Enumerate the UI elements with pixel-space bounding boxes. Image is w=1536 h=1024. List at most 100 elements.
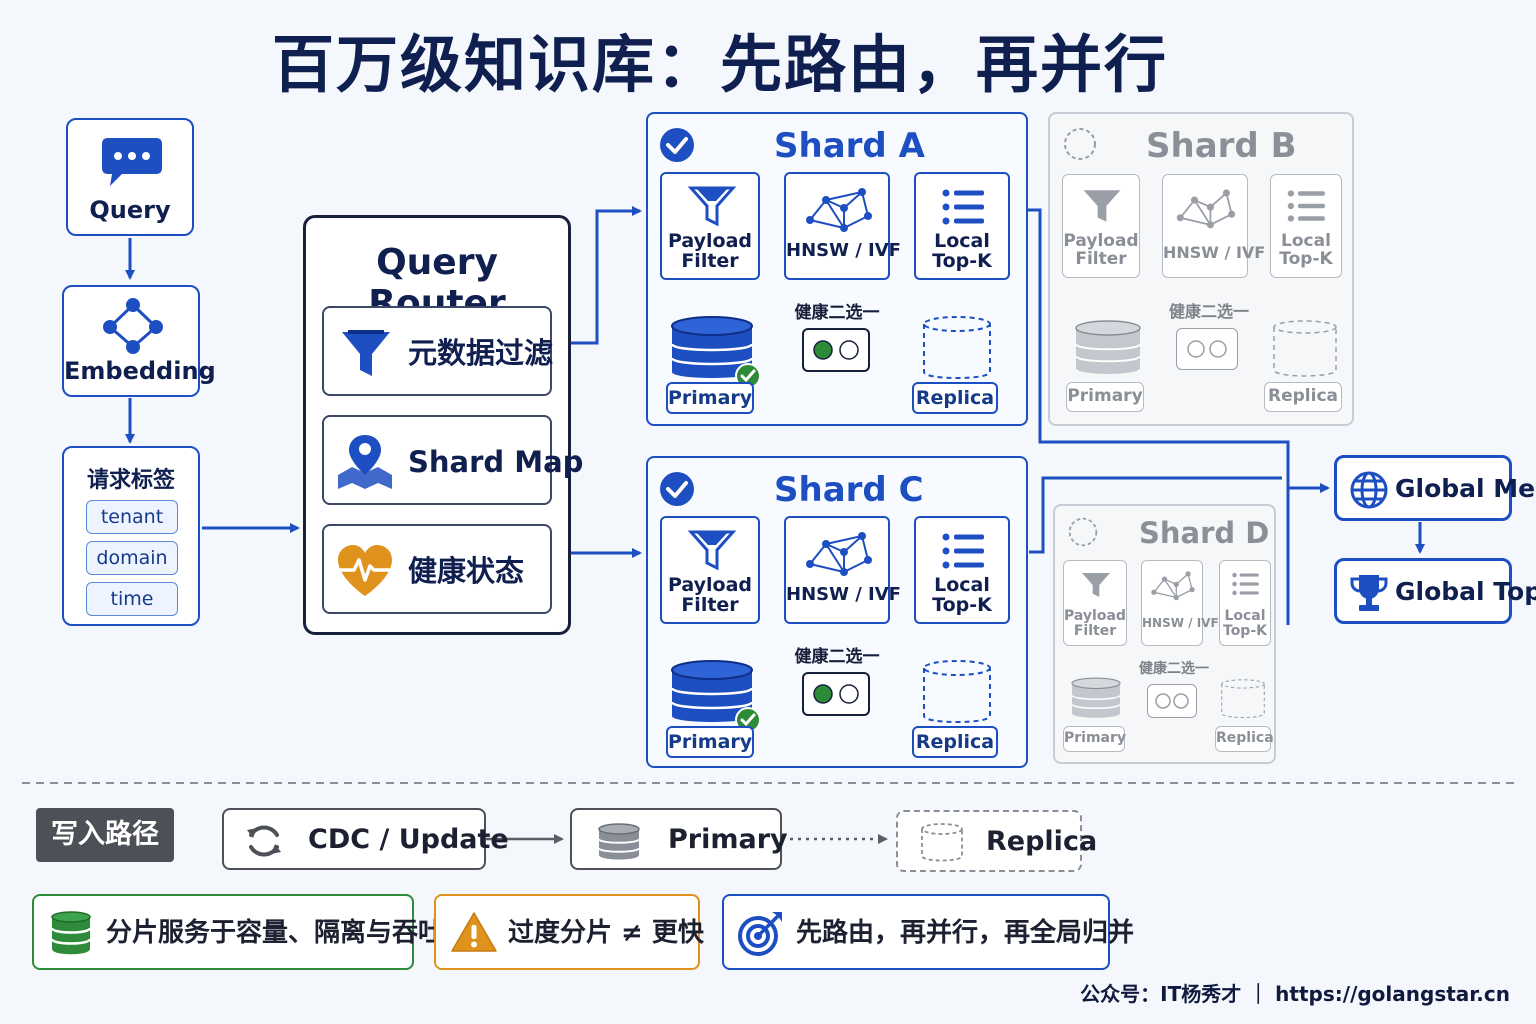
primary-database-icon [1075,320,1141,374]
arrow-shard-a-merge [1007,208,1330,493]
stage-payload-filter[interactable]: Payload Filter [660,516,760,624]
tag-domain[interactable]: domain [86,541,178,575]
stage-hnsw-ivf[interactable]: HNSW / IVF [784,516,901,624]
write-primary-node[interactable]: Primary [570,808,788,870]
primary-pill[interactable]: Primary [666,382,754,414]
globe-icon [1350,471,1388,509]
shard-title: Shard B [1146,126,1297,166]
router-item-metadata-filter[interactable]: 元数据过滤 [322,306,554,396]
global-topk-node[interactable]: Global Top-K [1334,558,1536,624]
stage-label: Payload Filter [1063,231,1139,269]
global-merge-node[interactable]: Global Merge [1334,455,1536,521]
note-warning: 过度分片 ≠ 更快 [434,894,704,970]
write-primary-label: Primary [668,824,788,855]
funnel-icon [1083,190,1121,222]
database-stack-icon [50,911,92,955]
replica-database-icon [923,316,991,379]
primary-database-icon [670,316,761,389]
stage-payload-filter[interactable]: Payload Filter [1062,174,1140,278]
shard-d-panel[interactable]: Shard D Payload Filter HNSW / IVF Local … [1053,504,1276,764]
trophy-icon [1350,575,1388,611]
dashed-circle-icon [1068,517,1098,547]
tag-tenant[interactable]: tenant [86,500,178,534]
replica-database-icon [1221,679,1265,719]
list-icon [942,533,984,569]
replica-pill[interactable]: Replica [912,726,998,758]
funnel-icon [342,330,390,376]
arrow-shard-c-merge [1029,476,1282,554]
embedding-graph-icon [103,298,163,354]
shard-title: Shard D [1139,516,1270,550]
stage-hnsw-ivf[interactable]: HNSW / IVF [784,172,901,280]
tag-time[interactable]: time [86,582,178,616]
warning-icon [451,912,497,952]
arrow-router-shard-a [571,206,642,345]
replica-pill[interactable]: Replica [1264,382,1342,412]
dashed-database-icon [921,823,963,862]
stage-local-topk[interactable]: Local Top-K [1270,174,1342,278]
global-merge-label: Global Merge [1395,474,1536,503]
health-toggle[interactable] [802,672,870,716]
health-toggle[interactable] [1176,328,1238,370]
note-text: 分片服务于容量、隔离与吞吐 [106,918,445,948]
status-dots-icon [1155,693,1189,709]
query-router-panel: Query Router 元数据过滤 Shard Map 健康状态 [303,215,583,635]
stage-label: Local Top-K [1223,608,1267,639]
shard-c-panel[interactable]: Shard C Payload Filter HNSW / IVF Local … [646,456,1028,768]
status-dots-icon [1187,340,1227,358]
router-item-health-status[interactable]: 健康状态 [322,524,552,614]
cdc-update-node[interactable]: CDC / Update [222,808,509,870]
query-node[interactable]: Query [66,118,194,236]
replica-pill[interactable]: Replica [912,382,998,414]
health-label: 健康二选一 [794,647,880,667]
stage-local-topk[interactable]: Local Top-K [914,516,1010,624]
shard-a-panel[interactable]: Shard A Payload Filter HNSW / IVF Local … [646,112,1028,426]
router-item-shard-map[interactable]: Shard Map [322,415,583,505]
stage-label: Local Top-K [932,574,992,616]
stage-payload-filter[interactable]: Payload Filter [1063,560,1127,646]
target-icon [738,912,782,956]
primary-database-icon [1071,677,1121,718]
stage-hnsw-ivf[interactable]: HNSW / IVF [1162,174,1265,278]
page-title: 百万级知识库：先路由，再并行 [271,28,1168,101]
write-path-label: 写入路径 [36,808,174,862]
stage-local-topk[interactable]: Local Top-K [914,172,1010,280]
router-item-label: 元数据过滤 [408,336,554,370]
replica-database-icon [923,660,991,723]
router-item-label: 健康状态 [408,554,525,588]
stage-label: HNSW / IVF [1142,616,1219,630]
note-text: 过度分片 ≠ 更快 [508,918,704,948]
shard-title: Shard A [774,126,925,166]
stage-payload-filter[interactable]: Payload Filter [660,172,760,280]
health-toggle[interactable] [802,328,870,372]
router-item-label: Shard Map [408,445,584,479]
primary-pill[interactable]: Primary [1063,726,1126,752]
refresh-icon [247,825,281,857]
graph-network-icon [1176,189,1236,229]
stage-local-topk[interactable]: Local Top-K [1219,560,1271,646]
map-pin-icon [338,435,392,489]
write-replica-node[interactable]: Replica [896,810,1097,872]
health-label: 健康二选一 [1168,302,1249,321]
health-toggle[interactable] [1147,684,1197,718]
status-dots-icon [813,340,859,360]
shard-title: Shard C [774,470,924,510]
primary-pill[interactable]: Primary [666,726,754,758]
embedding-node[interactable]: Embedding [62,285,216,397]
note-route-parallel: 先路由，再并行，再全局归并 [722,894,1134,970]
footer-credit: 公众号：IT杨秀才 ｜ https://golangstar.cn [1080,982,1510,1006]
list-icon [942,189,984,225]
graph-network-icon [806,532,872,576]
shard-b-panel[interactable]: Shard B Payload Filter HNSW / IVF Local … [1048,112,1354,426]
check-circle-icon [660,128,694,162]
replica-database-icon [1273,320,1337,377]
primary-pill[interactable]: Primary [1066,382,1144,412]
request-tags-panel: 请求标签 tenant domain time [62,446,200,626]
health-label: 健康二选一 [1139,661,1209,677]
stage-hnsw-ivf[interactable]: HNSW / IVF [1141,560,1219,646]
stage-label: Local Top-K [1279,231,1333,269]
graph-network-icon [1151,571,1195,601]
list-icon [1232,572,1259,596]
replica-pill[interactable]: Replica [1215,726,1274,752]
dashed-circle-icon [1064,128,1096,160]
